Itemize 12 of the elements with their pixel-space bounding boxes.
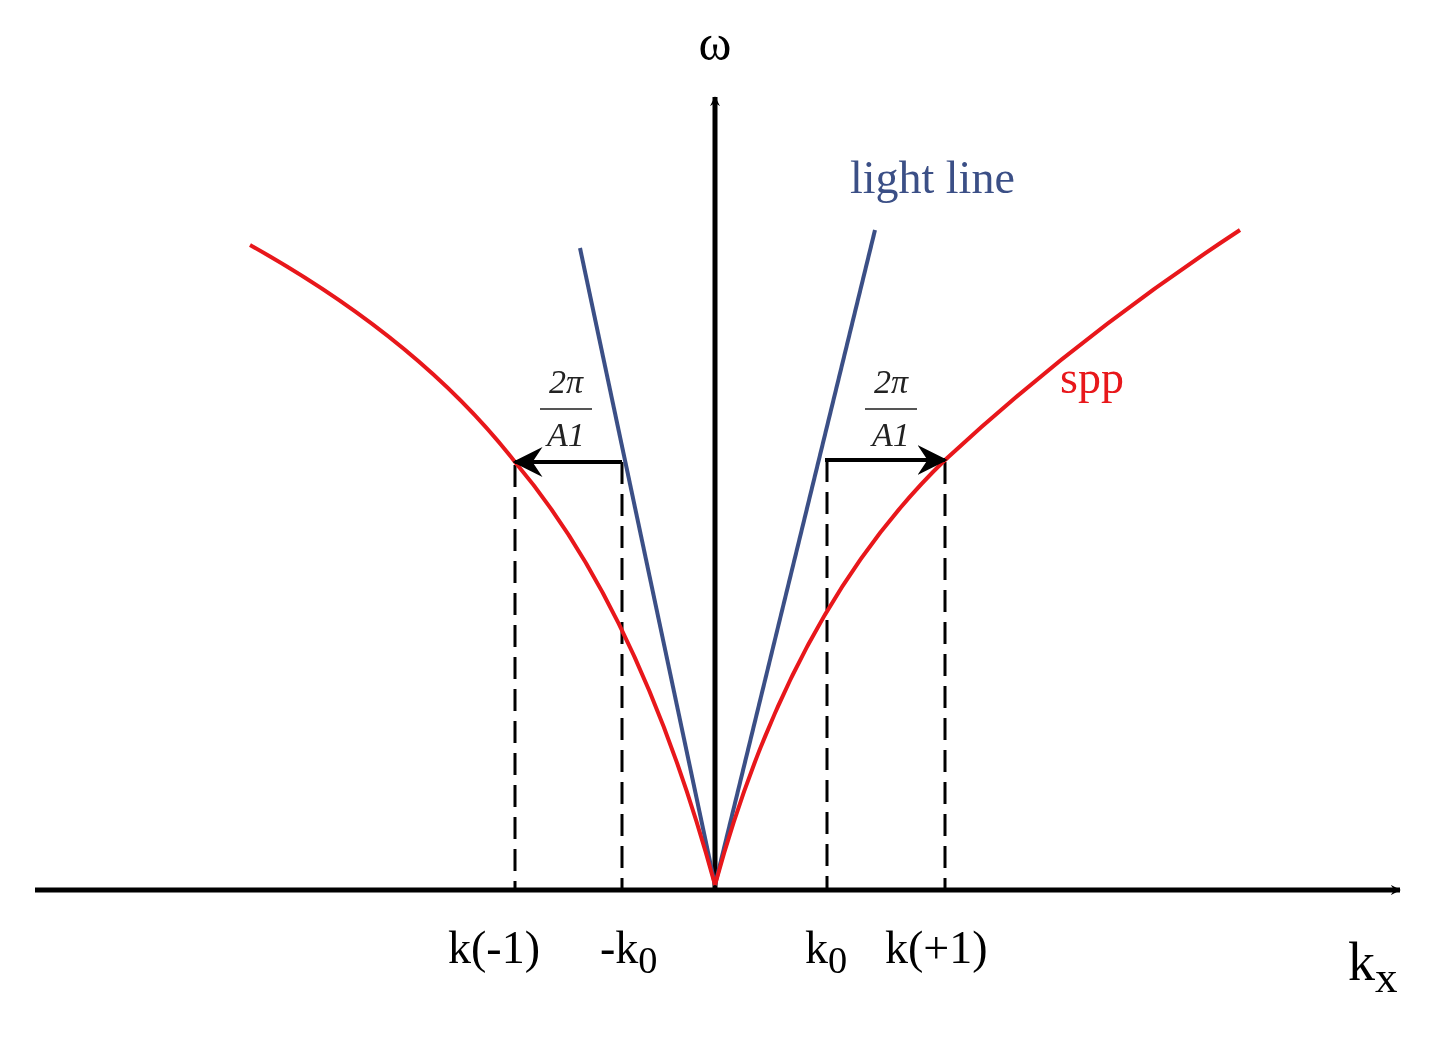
fraction-label: 2π [874,365,909,399]
tick-label: k(-1) [448,925,540,971]
tick-label: k(+1) [885,925,988,971]
fraction-label: A1 [872,418,910,452]
fraction-label: 2π [549,365,584,399]
fraction-label: A1 [547,418,585,452]
curve-label: spp [1060,355,1124,401]
tick-label: -k$_{0}$ [600,925,658,980]
curve-label: light line [850,155,1015,201]
axis-label: ω [698,18,732,68]
axis-label: k$_{x}$ [1348,935,1398,1000]
tick-label: k$_{0}$ [805,925,848,980]
